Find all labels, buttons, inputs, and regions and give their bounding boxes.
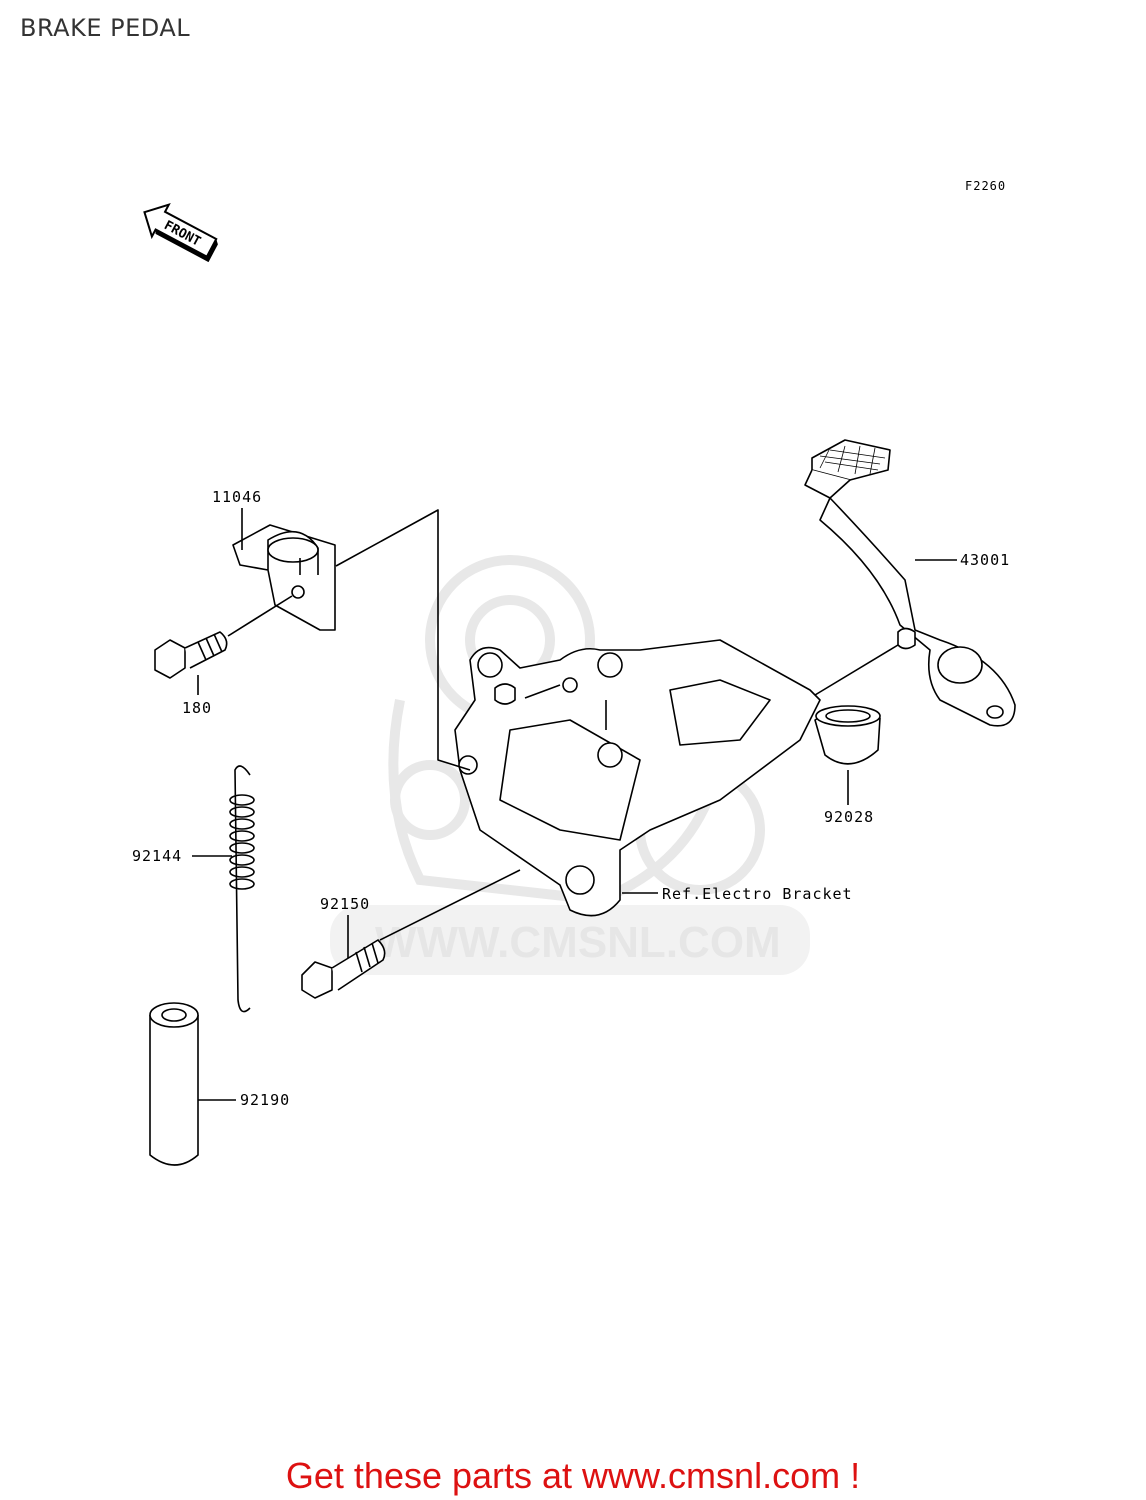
clamp-11046 (232, 524, 336, 631)
watermark-banner (330, 905, 810, 975)
bolt-92150 (301, 939, 386, 999)
mounting-bracket (454, 639, 821, 917)
part-label-92028: 92028 (824, 808, 874, 826)
figure-code: F2260 (965, 179, 1006, 193)
bushing-92028 (814, 705, 881, 765)
leader-lines (192, 508, 957, 1101)
reference-note: Ref.Electro Bracket (662, 885, 853, 903)
part-label-92144: 92144 (132, 847, 182, 865)
part-label-180: 180 (182, 699, 212, 717)
page-title: BRAKE PEDAL (20, 14, 191, 42)
watermark-text: WWW.CMSNL.COM (375, 918, 781, 967)
collar-92190 (149, 1002, 199, 1166)
footer-link[interactable]: Get these parts at www.cmsnl.com ! (285, 1455, 861, 1496)
spring-92144 (229, 765, 255, 1013)
part-label-92190: 92190 (240, 1091, 290, 1109)
front-arrow-icon: FRONT (143, 203, 218, 263)
part-label-43001: 43001 (960, 551, 1010, 569)
parts-diagram: WWW.CMSNL.COM F2260 FRONT (132, 179, 1016, 1166)
footer-promo: Get these parts at www.cmsnl.com ! (0, 1455, 1146, 1497)
bolt-180 (154, 631, 228, 679)
part-label-11046: 11046 (212, 488, 262, 506)
brake-pedal-43001 (804, 439, 1016, 727)
part-label-92150: 92150 (320, 895, 370, 913)
